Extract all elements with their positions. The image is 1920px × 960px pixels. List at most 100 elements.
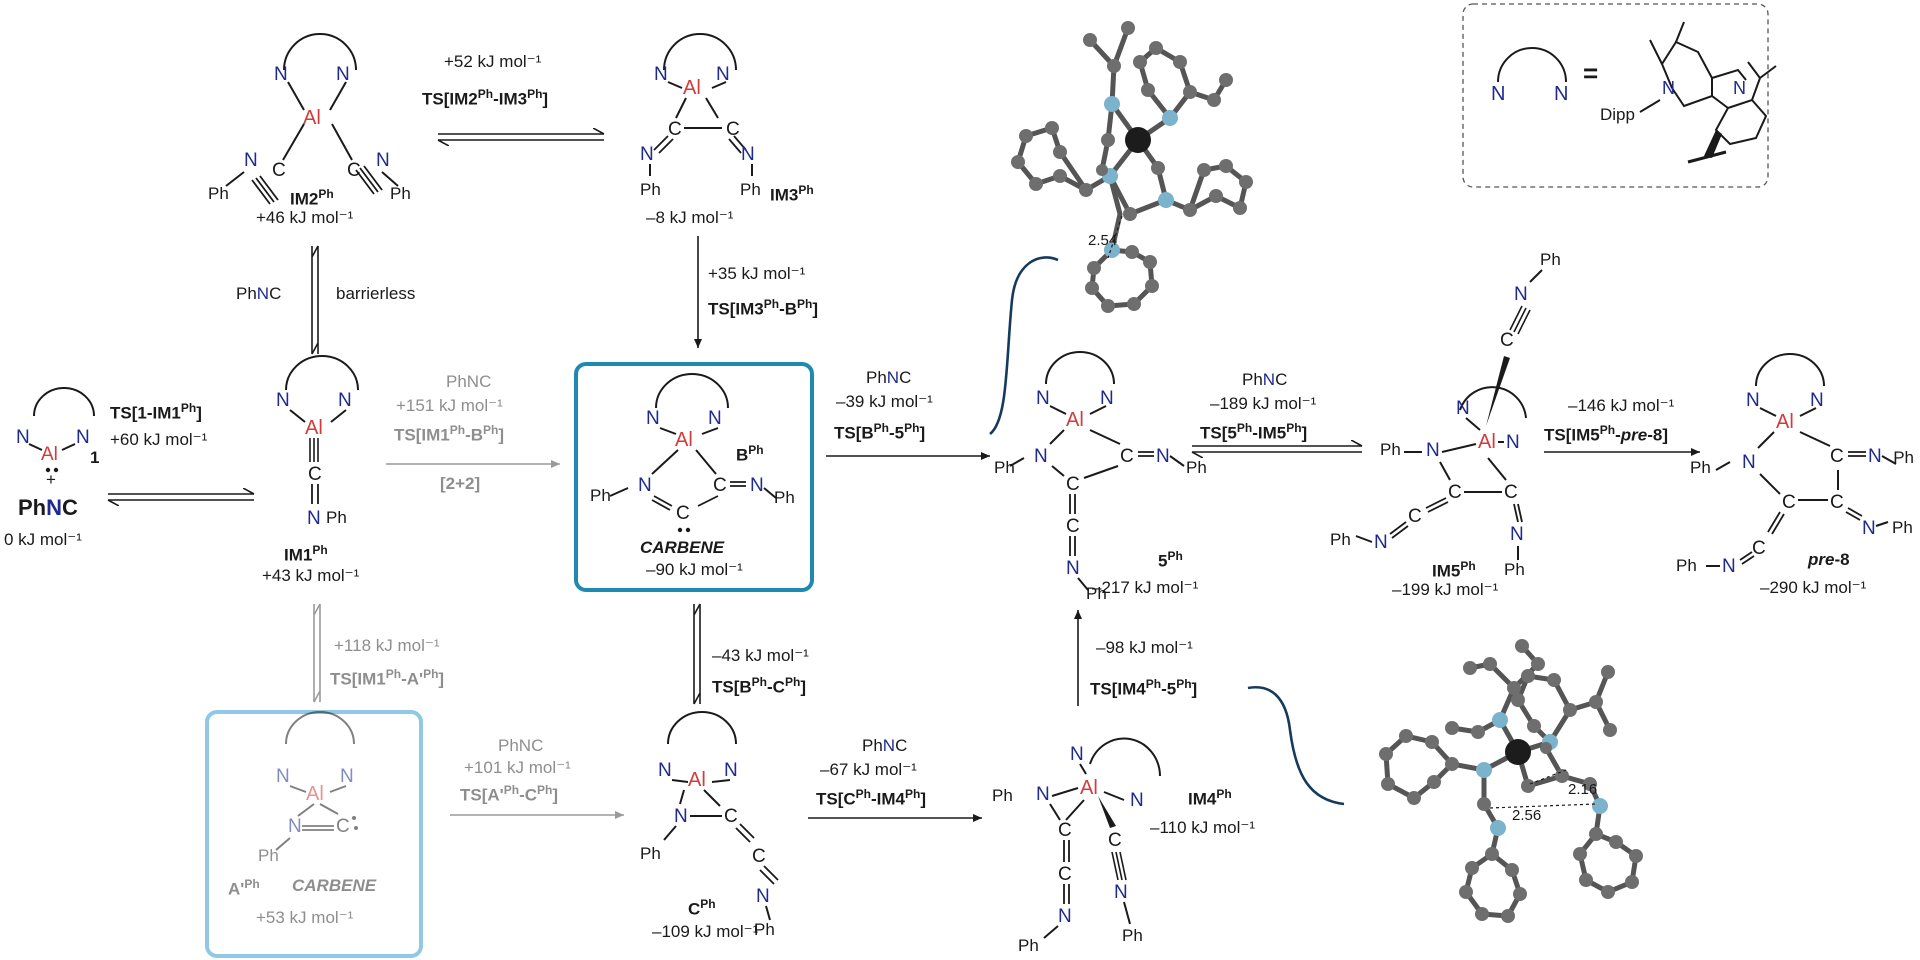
svg-text:C: C (1830, 492, 1844, 513)
im1-ph: Ph (326, 508, 347, 527)
reagent-im1-b: PhNC (446, 372, 492, 391)
energy-im1-b: +151 kJ mol⁻¹ (396, 396, 503, 415)
ts-im3-b: TS[IM3Ph-BPh] (708, 297, 819, 319)
energy-im3: –8 kJ mol⁻¹ (646, 208, 734, 227)
svg-text:N: N (288, 816, 302, 837)
energy-im4: –110 kJ mol⁻¹ (1150, 818, 1256, 837)
energy-a: +53 kJ mol⁻¹ (256, 908, 354, 927)
energy-c-im4: –67 kJ mol⁻¹ (820, 760, 917, 779)
svg-text:C: C (668, 119, 682, 140)
svg-text:Al: Al (683, 77, 701, 99)
energy-5-im5: –189 kJ mol⁻¹ (1210, 394, 1317, 413)
label-im5: IM5Ph (1432, 559, 1476, 581)
svg-text:C: C (336, 816, 350, 837)
svg-text:N: N (1374, 532, 1388, 553)
pre8-ph-bottom-left: Ph (1676, 556, 1697, 575)
svg-text:Al: Al (688, 769, 706, 791)
b-ph-right: Ph (774, 488, 795, 507)
ts-lower-distance-line-1 (1529, 769, 1567, 785)
reagent-c-im4: PhNC (862, 736, 908, 755)
a-ph: Ph (258, 846, 279, 865)
im2-ph-left: Ph (208, 184, 229, 203)
svg-text:N: N (1036, 388, 1050, 409)
svg-text:N: N (1722, 556, 1736, 577)
label-b: BPh (736, 443, 764, 465)
legend-n-1: N (1662, 78, 1675, 98)
svg-text:C: C (1108, 830, 1122, 851)
energy-5: –217 kJ mol⁻¹ (1092, 578, 1199, 597)
label-im2: IM2Ph (290, 187, 334, 209)
legend-n-right: N (1554, 83, 1568, 105)
svg-text:C: C (726, 119, 740, 140)
label-c: CPh (688, 897, 716, 919)
legend-dipp: Dipp (1600, 105, 1635, 124)
p5-ph-right: Ph (1186, 458, 1207, 477)
ts-model-upper-atoms (1011, 21, 1253, 313)
svg-text:N: N (276, 766, 290, 787)
structure-im4: N N Al N C C N C N (1036, 737, 1161, 939)
svg-text:C: C (1504, 482, 1518, 503)
label-5: 5Ph (1158, 549, 1183, 571)
c-ph-right: Ph (754, 920, 775, 939)
svg-text:C: C (1058, 820, 1072, 841)
ts-lower-distance-1: 2.16 (1568, 781, 1597, 798)
svg-text:Al: Al (1080, 777, 1098, 799)
im5-ph-bottom-left: Ph (1330, 530, 1351, 549)
svg-text:N: N (741, 144, 755, 165)
energy-c: –109 kJ mol⁻¹ (652, 922, 759, 941)
ts-5-im5: TS[5Ph-IM5Ph] (1200, 421, 1308, 443)
label-im1: IM1Ph (284, 543, 328, 565)
svg-text:C: C (1830, 446, 1844, 467)
ts-upper-distance: 2.54 (1088, 232, 1117, 249)
svg-text:C: C (1448, 482, 1462, 503)
structure-c: N N Al N C C N (658, 711, 779, 921)
arrow-im2-im1 (311, 246, 319, 354)
svg-text:N: N (1066, 558, 1080, 579)
reagent-phnc: PhNC (18, 495, 78, 520)
structure-pre-8: N N Al N C N C C N C N (1706, 353, 1897, 577)
svg-text:N: N (1746, 390, 1760, 411)
svg-text:Al: Al (305, 417, 323, 439)
svg-text:N: N (76, 427, 90, 448)
label-1: 1 (90, 448, 100, 467)
svg-text:N: N (1514, 284, 1528, 305)
svg-text:N: N (640, 144, 654, 165)
svg-text:N: N (1862, 518, 1876, 539)
svg-text:N: N (336, 64, 350, 85)
im5-ph-left: Ph (1380, 440, 1401, 459)
structure-im2: N N Al C C N N (225, 33, 399, 205)
svg-text:N: N (658, 760, 672, 781)
arrow-1-im1 (108, 494, 254, 500)
svg-text:C: C (1500, 330, 1514, 351)
svg-text:N: N (307, 508, 321, 529)
svg-text:C: C (713, 475, 727, 496)
legend-equals: = (1583, 58, 1598, 88)
ts-lower-distance-line-2 (1489, 803, 1597, 809)
svg-text:Al: Al (303, 107, 321, 129)
energy-im4-5: –98 kJ mol⁻¹ (1096, 638, 1193, 657)
label-a: A'Ph (228, 877, 260, 899)
reagent-a-c: PhNC (498, 736, 544, 755)
svg-text:N: N (1742, 452, 1756, 473)
im4-ph-bottom-left: Ph (1018, 936, 1039, 955)
reagent-b-5: PhNC (866, 368, 912, 387)
svg-text:N: N (646, 408, 660, 429)
svg-text:C: C (1782, 492, 1796, 513)
energy-pre-8: –290 kJ mol⁻¹ (1760, 578, 1867, 597)
note-barrierless: barrierless (336, 284, 416, 303)
svg-text:N: N (244, 150, 258, 171)
ts-a-c: TS[A'Ph-CPh] (460, 783, 559, 805)
svg-text:C: C (1408, 506, 1422, 527)
svg-text:C: C (1066, 474, 1080, 495)
svg-text:N: N (340, 766, 354, 787)
svg-text:N: N (338, 390, 352, 411)
svg-text:N: N (638, 475, 652, 496)
pre8-ph-left: Ph (1690, 458, 1711, 477)
energy-b-c: –43 kJ mol⁻¹ (712, 646, 809, 665)
energy-im5: –199 kJ mol⁻¹ (1392, 580, 1499, 599)
svg-text:N: N (1506, 432, 1520, 453)
svg-text:N: N (1810, 390, 1824, 411)
c-ph-left: Ph (640, 844, 661, 863)
plus-sign: + (46, 470, 56, 489)
structure-im3: N N Al C C N N (640, 33, 755, 176)
